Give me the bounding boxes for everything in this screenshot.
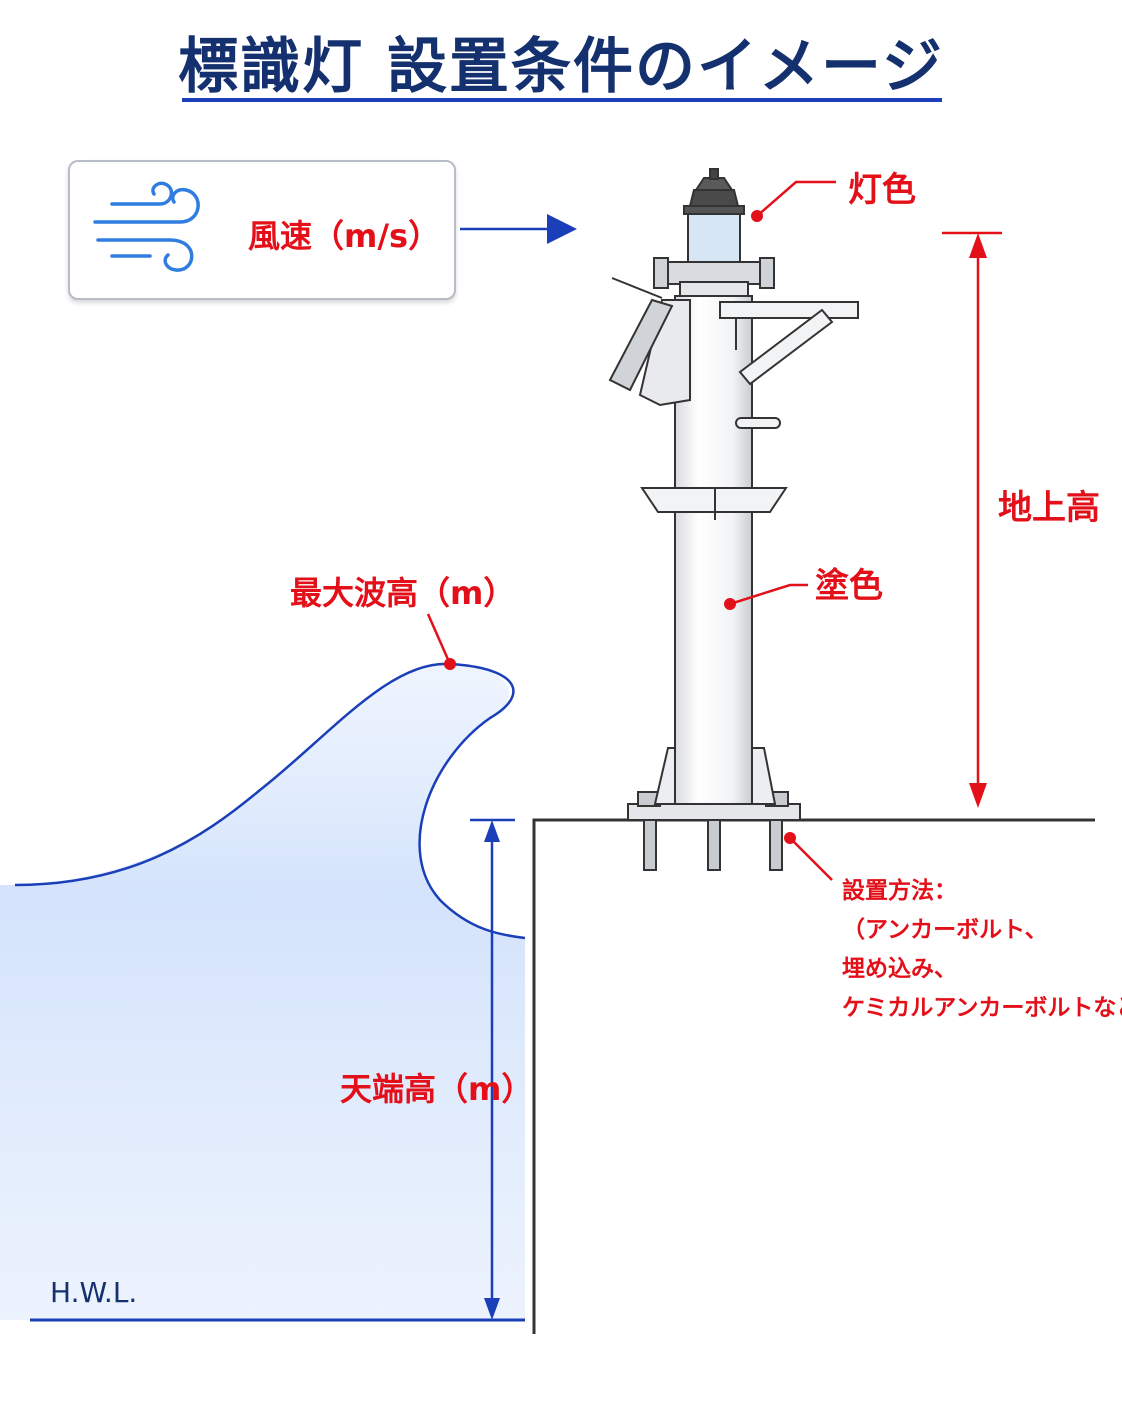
light-color-label: 灯色	[848, 170, 916, 210]
max-wave-height-label: 最大波高（m）	[290, 574, 516, 612]
hwl-label: H.W.L.	[50, 1276, 138, 1309]
wind-icon	[93, 181, 200, 272]
ground-height-dimension	[942, 231, 1002, 808]
install-method-label: 設置方法： （アンカーボルト、 埋め込み、 ケミカルアンカーボルトなど）	[842, 872, 1122, 1028]
wind-speed-label: 風速（m/s）	[248, 217, 441, 255]
install-method-line: 埋め込み、	[842, 956, 957, 982]
wind-speed-box	[68, 160, 456, 300]
anchor-bolts	[637, 791, 789, 871]
install-method-line: 設置方法：	[842, 878, 957, 904]
ground-height-label: 地上高	[998, 488, 1100, 528]
page-title: 標識灯 設置条件のイメージ	[178, 32, 944, 102]
quay-structure	[532, 818, 1095, 1334]
paint-color-point	[724, 598, 736, 610]
leader-lines	[426, 180, 836, 881]
beacon-tower	[608, 168, 859, 871]
max-wave-point	[444, 658, 456, 670]
install-point	[784, 832, 796, 844]
crown-height-dimension	[470, 818, 515, 1320]
light-color-point	[751, 210, 763, 222]
crown-height-label: 天端高（m）	[340, 1070, 534, 1108]
sea-water	[0, 662, 526, 1320]
install-method-line: ケミカルアンカーボルトなど）	[842, 995, 1122, 1021]
paint-color-label: 塗色	[815, 566, 883, 606]
callout-dots	[444, 210, 796, 844]
install-method-line: （アンカーボルト、	[842, 917, 1048, 943]
wave-outline	[14, 662, 526, 940]
title-underline	[182, 98, 942, 102]
